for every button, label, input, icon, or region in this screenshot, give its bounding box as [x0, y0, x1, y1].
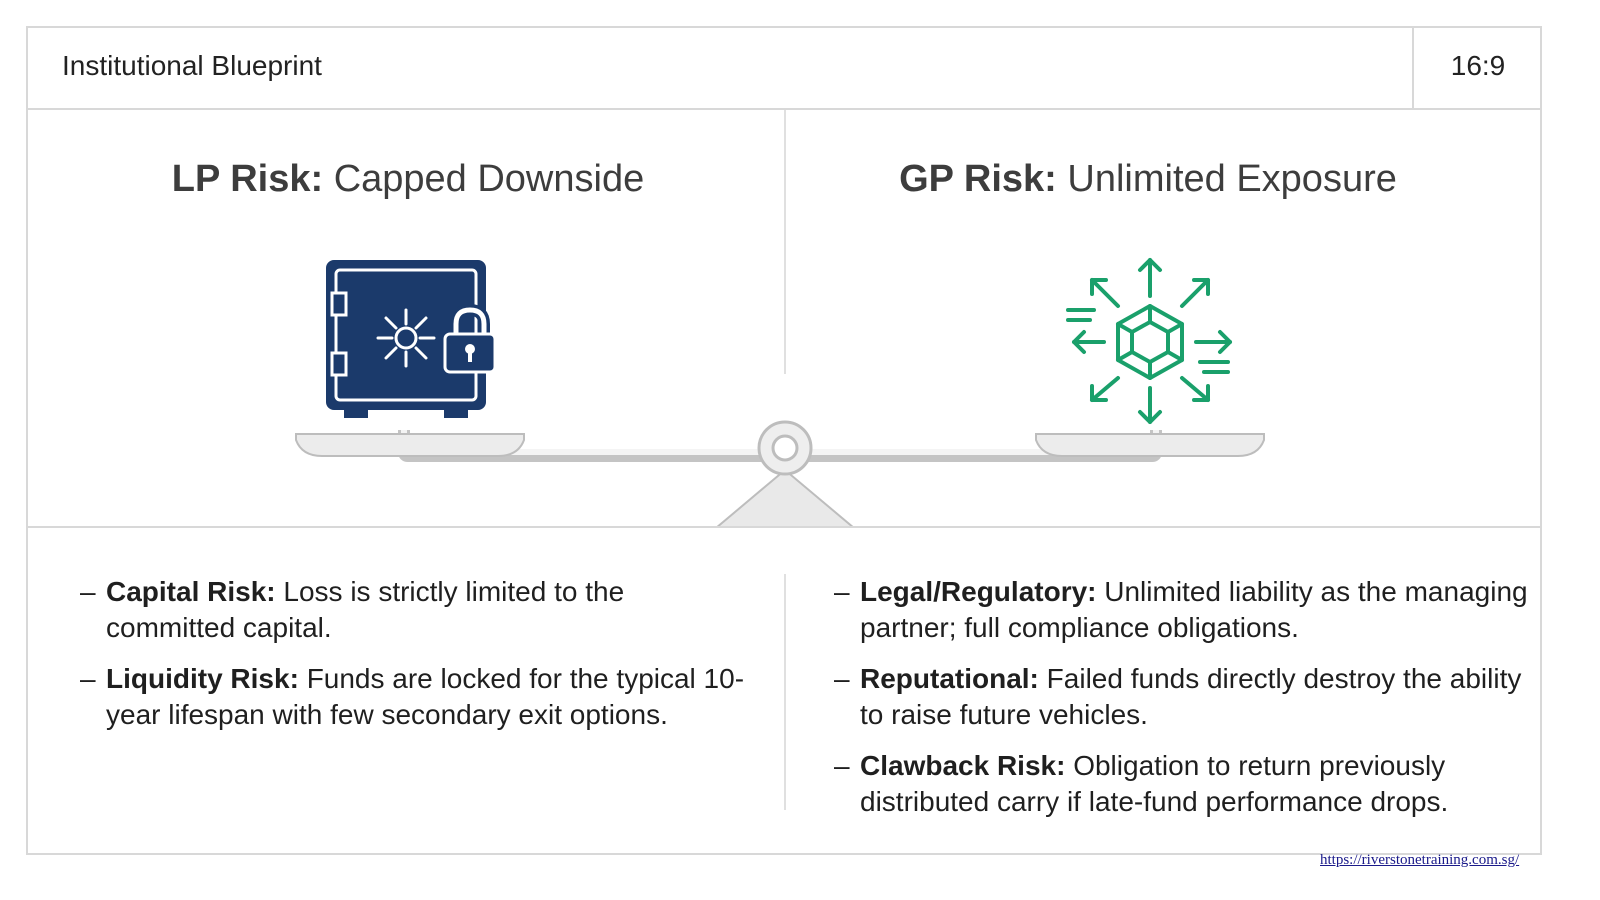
list-item: –Legal/Regulatory: Unlimited liability a… [834, 576, 1528, 643]
balance-illustration [295, 258, 1265, 528]
lp-heading-strong: LP Risk: [171, 158, 324, 200]
balance-scale-icon [295, 420, 1265, 528]
gp-bullet-list: –Legal/Regulatory: Unlimited liability a… [834, 574, 1534, 835]
lp-bullet-list: –Capital Risk: Loss is strictly limited … [80, 574, 760, 748]
safe-with-padlock-icon [326, 260, 497, 418]
lp-heading-rest: Capped Downside [333, 158, 645, 200]
list-item: –Capital Risk: Loss is strictly limited … [80, 576, 625, 643]
list-item: –Liquidity Risk: Funds are locked for th… [80, 663, 745, 730]
slide-title: Institutional Blueprint [62, 50, 322, 81]
gp-heading: GP Risk: Unlimited Exposure [868, 158, 1428, 201]
column-divider-lower [784, 574, 786, 810]
slide-frame: Institutional Blueprint 16:9 LP Risk: Ca… [26, 26, 1542, 855]
gp-heading-rest: Unlimited Exposure [1067, 158, 1397, 200]
exploding-cube-icon [1066, 258, 1232, 424]
gp-heading-strong: GP Risk: [899, 158, 1057, 200]
column-divider-upper [784, 110, 786, 374]
list-item: –Clawback Risk: Obligation to return pre… [834, 750, 1449, 817]
aspect-ratio-label: 16:9 [1450, 50, 1506, 81]
slide-header: Institutional Blueprint 16:9 [28, 28, 1540, 110]
source-link[interactable]: https://riverstonetraining.com.sg/ [1320, 852, 1520, 868]
lp-heading: LP Risk: Capped Downside [128, 158, 688, 201]
header-divider [1412, 28, 1414, 108]
list-item: –Reputational: Failed funds directly des… [834, 663, 1522, 730]
section-divider [28, 526, 1540, 528]
